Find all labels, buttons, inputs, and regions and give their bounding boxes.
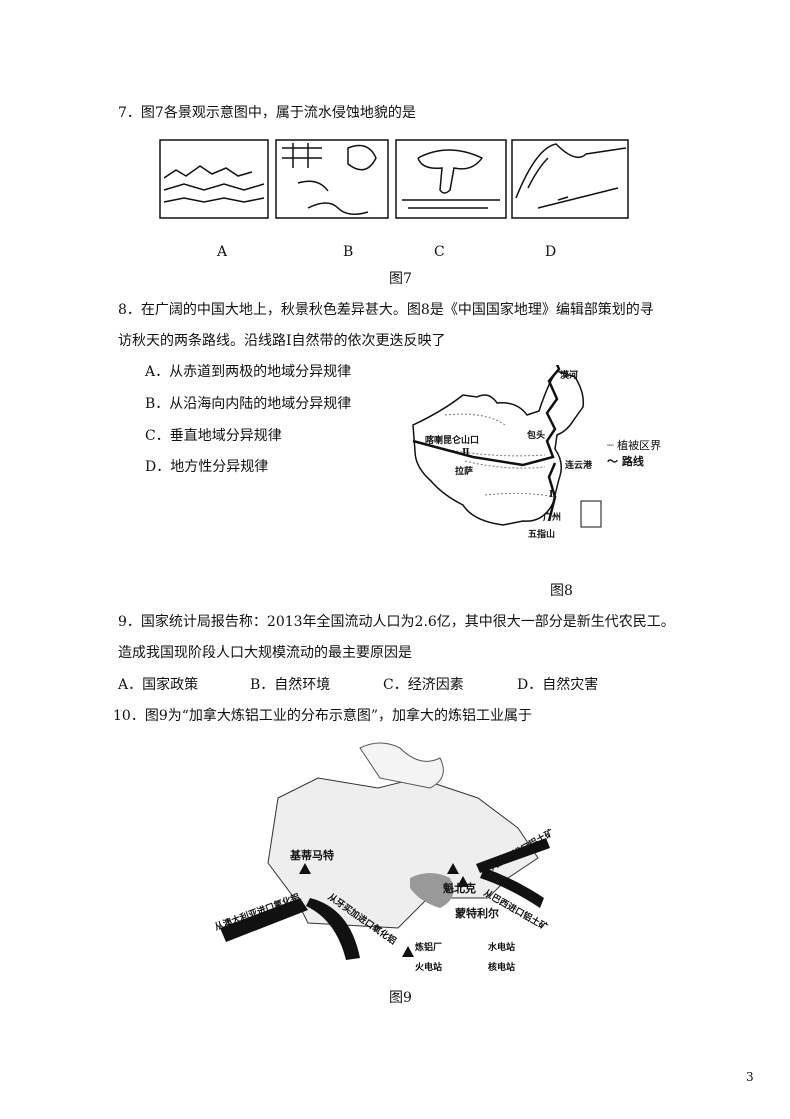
q7-label-d: D bbox=[545, 244, 557, 260]
legend-text: 植被区界 bbox=[617, 439, 662, 452]
q8-option-b: B．从沿海向内陆的地域分异规律 bbox=[145, 396, 352, 412]
legend-smelter: 炼铝厂 bbox=[415, 943, 443, 953]
map-label-mohe: 漠河 bbox=[560, 371, 579, 381]
q7-caption: 图7 bbox=[389, 271, 412, 287]
q7-stem: 7．图7各景观示意图中，属于流水侵蚀地貌的是 bbox=[118, 105, 416, 121]
legend-thermal: 火电站 bbox=[415, 963, 443, 973]
q9-option-d: D．自然灾害 bbox=[517, 677, 599, 693]
legend-hydro: 水电站 bbox=[488, 943, 516, 953]
q7-label-b: B bbox=[343, 244, 354, 260]
q9-option-c: C．经济因素 bbox=[383, 677, 464, 693]
q8-option-c: C．垂直地域分异规律 bbox=[145, 428, 282, 444]
q8-stem-line1: 8．在广阔的中国大地上，秋景秋色差异甚大。图8是《中国国家地理》编辑部策划的寻 bbox=[118, 302, 654, 318]
place-quebec: 魁北克 bbox=[443, 882, 476, 895]
place-montreal: 蒙特利尔 bbox=[455, 907, 499, 920]
place-kitimat: 基蒂马特 bbox=[290, 849, 334, 862]
map-label-lianyungang: 连云港 bbox=[565, 461, 593, 471]
route-label-1: Ⅰ bbox=[549, 490, 554, 500]
q7-label-c: C bbox=[434, 244, 445, 260]
map-label-lhasa: 拉萨 bbox=[455, 467, 474, 477]
legend-nuclear: 核电站 bbox=[488, 963, 516, 973]
q8-stem-line2: 访秋天的两条路线。沿线路Ⅰ自然带的依次更迭反映了 bbox=[118, 333, 446, 349]
route-label-2: Ⅱ bbox=[462, 448, 470, 458]
map-label-wuzhishan: 五指山 bbox=[528, 530, 556, 540]
legend-text: 路线 bbox=[621, 455, 644, 468]
map-label-karakoram: 喀喇昆仑山口 bbox=[425, 436, 480, 446]
canada-map bbox=[220, 742, 550, 960]
q8-caption: 图8 bbox=[550, 583, 573, 599]
q9-stem-line2: 造成我国现阶段人口大规模流动的最主要原因是 bbox=[118, 645, 412, 661]
q10-stem: 10．图9为“加拿大炼铝工业的分布示意图”，加拿大的炼铝工业属于 bbox=[113, 708, 533, 724]
q9-option-b: B．自然环境 bbox=[250, 677, 331, 693]
q9-option-a: A．国家政策 bbox=[118, 677, 199, 693]
map-label-guangzhou: 广州 bbox=[543, 513, 562, 523]
q8-option-a: A．从赤道到两极的地域分异规律 bbox=[145, 364, 352, 380]
map-label-baotou: 包头 bbox=[527, 431, 546, 441]
china-map bbox=[412, 365, 602, 528]
q9-stem-line1: 9．国家统计局报告称：2013年全国流动人口为2.6亿，其中很大一部分是新生代农… bbox=[118, 614, 675, 630]
legend-route: 〜 路线 bbox=[607, 455, 644, 468]
q10-caption: 图9 bbox=[389, 990, 412, 1006]
page-number: 3 bbox=[746, 1070, 754, 1084]
q8-option-d: D．地方性分异规律 bbox=[145, 459, 269, 475]
q7-label-a: A bbox=[217, 244, 228, 260]
q7-landscape-figures bbox=[159, 139, 629, 219]
legend-vegetation-boundary: ┈ 植被区界 bbox=[607, 439, 662, 452]
